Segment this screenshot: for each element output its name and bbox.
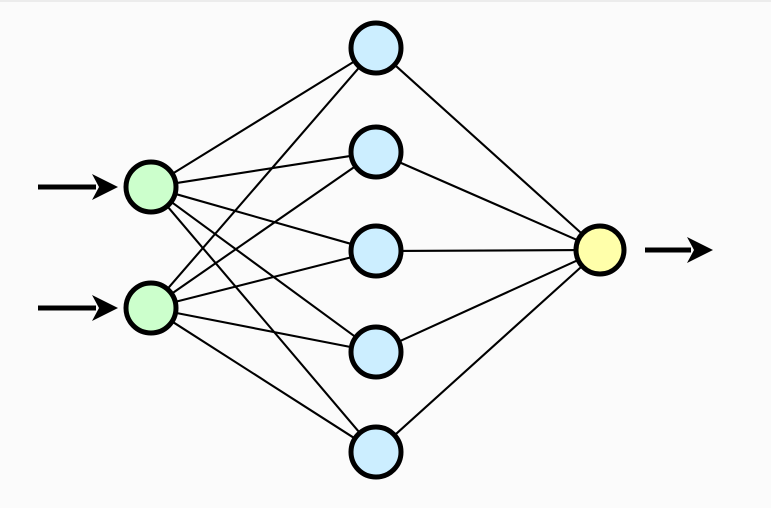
edge-i1-h4 xyxy=(169,200,358,339)
output-arrow-1-head xyxy=(687,237,713,263)
edge-i2-h2 xyxy=(169,164,358,296)
node-hidden-4[interactable] xyxy=(348,324,404,380)
edge-h3-o1 xyxy=(398,249,579,252)
node-input-1[interactable] xyxy=(123,159,179,215)
node-hidden-1[interactable] xyxy=(348,20,404,76)
node-hidden-3[interactable] xyxy=(348,223,404,279)
edge-h1-o1 xyxy=(392,63,584,236)
top-edge-hairline xyxy=(0,0,771,2)
edge-i2-h1 xyxy=(165,65,362,291)
edge-i1-h3 xyxy=(173,192,354,246)
node-hidden-2[interactable] xyxy=(348,124,404,180)
edge-i2-h5 xyxy=(170,319,357,441)
io-arrows-group xyxy=(38,174,713,321)
edge-h4-o1 xyxy=(396,258,581,344)
edges-group xyxy=(165,59,584,441)
edge-i1-h2 xyxy=(173,154,354,185)
input-arrow-2-head xyxy=(92,295,118,321)
node-input-2[interactable] xyxy=(123,280,179,336)
node-output-1[interactable] xyxy=(573,223,627,277)
edge-i2-h3 xyxy=(173,255,354,304)
edge-h5-o1 xyxy=(392,264,584,437)
input-arrow-1-head xyxy=(92,174,118,200)
edge-i2-h4 xyxy=(173,311,354,349)
node-hidden-5[interactable] xyxy=(348,424,404,480)
nodes-group xyxy=(123,20,627,480)
edge-h2-o1 xyxy=(396,160,580,242)
edge-i1-h5 xyxy=(165,204,362,435)
edge-i1-h1 xyxy=(170,59,357,176)
